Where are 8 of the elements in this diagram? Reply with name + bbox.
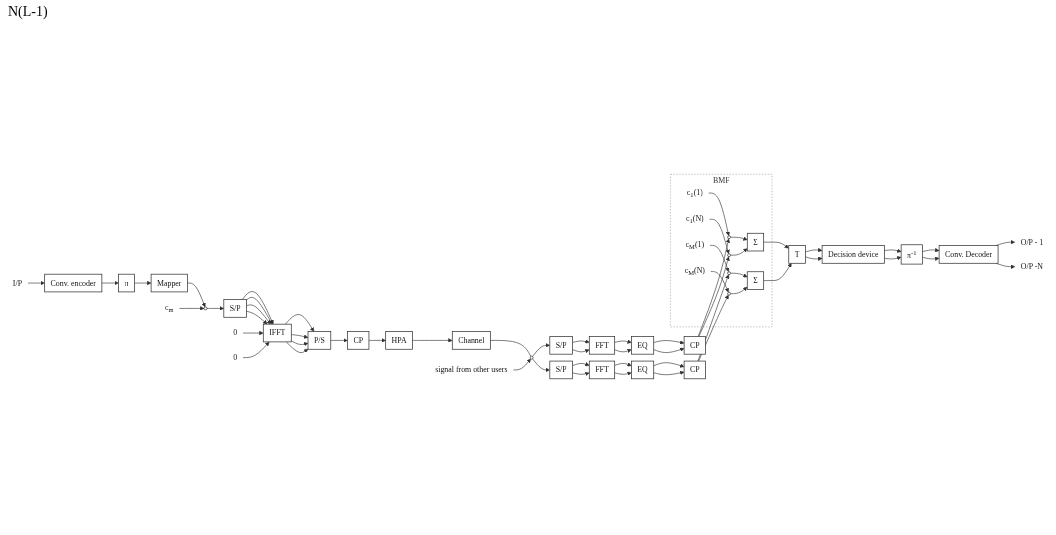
node-circle xyxy=(727,235,731,240)
node-circle xyxy=(727,291,731,296)
node-circle xyxy=(727,271,731,276)
node-circle xyxy=(203,306,208,311)
note-label: N(L-1) xyxy=(8,4,48,19)
node-circle xyxy=(727,253,731,258)
connector xyxy=(490,340,532,357)
node-circle xyxy=(529,355,534,360)
